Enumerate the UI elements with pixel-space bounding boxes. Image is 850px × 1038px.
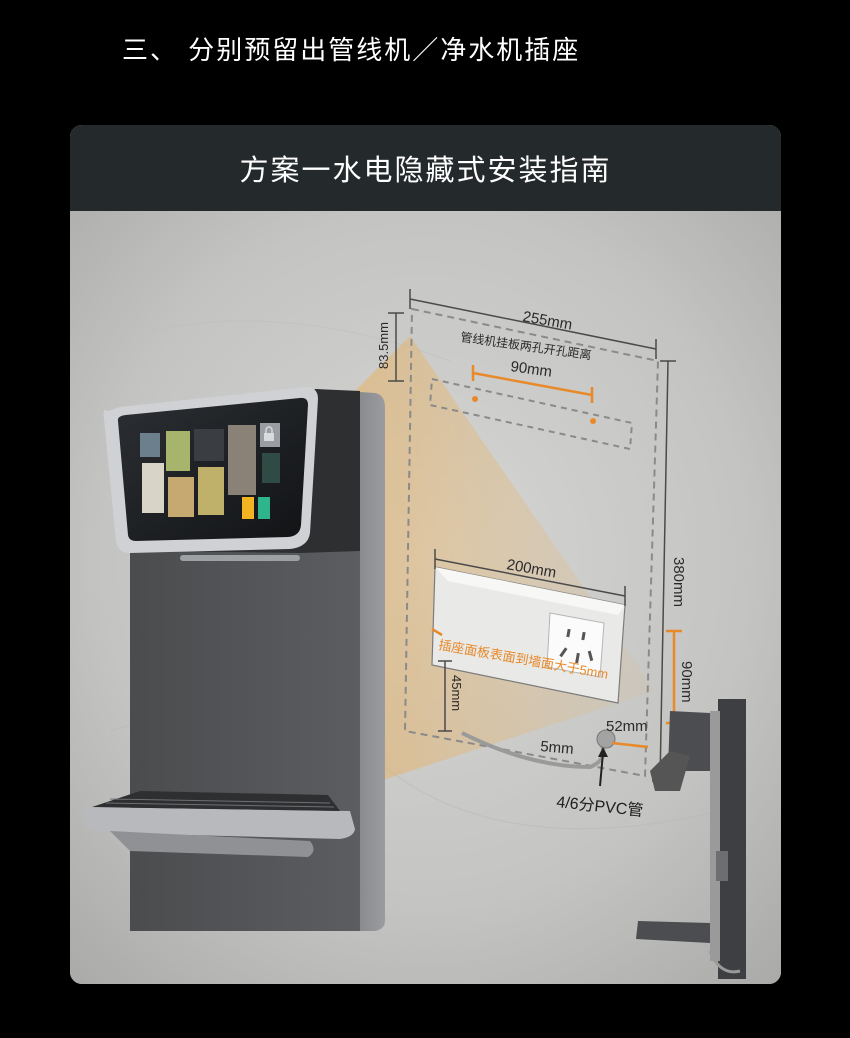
width-dimension (409, 289, 657, 359)
panel-offset-marker (431, 627, 443, 637)
socket-recess (431, 566, 626, 704)
lock-icon (264, 426, 274, 441)
hole-spacing-dimension (471, 365, 594, 403)
top-offset-dimension (388, 312, 404, 382)
card-header: 方案一水电隐藏式安装指南 (70, 125, 781, 211)
section-heading: 三、 分别预留出管线机／净水机插座 (122, 36, 581, 66)
dispenser-body (130, 541, 360, 931)
installation-diagram-svg: 255mm 83.5mm 管线机挂板两孔开孔距离 90mm (70, 211, 781, 984)
side-view-section (636, 699, 746, 979)
height-label: 380mm (670, 557, 687, 607)
socket-depth-label: 45mm (449, 675, 464, 711)
mount-hole-left (472, 396, 478, 402)
mounting-outline (403, 307, 660, 778)
pipe-callout-arrow (599, 752, 604, 787)
drip-tray (82, 807, 355, 839)
socket-depth-dimension (438, 660, 452, 732)
install-guide-card: 方案一水电隐藏式安装指南 (70, 125, 781, 984)
card-title: 方案一水电隐藏式安装指南 (239, 153, 612, 187)
hole-spacing-label: 90mm (509, 358, 553, 381)
pipe-offset-marker (611, 741, 649, 749)
mount-hole-right (590, 418, 596, 424)
socket-height-label: 90mm (678, 661, 695, 703)
installation-diagram: 255mm 83.5mm 管线机挂板两孔开孔距离 90mm (70, 211, 781, 984)
power-socket (546, 612, 605, 678)
socket-width-dimension (434, 549, 626, 606)
side-offset-label: 5mm (540, 738, 575, 758)
pipe-outlet (596, 729, 616, 749)
water-dispenser (82, 387, 385, 931)
dispenser-footprint-outline (403, 307, 660, 778)
top-offset-label: 83.5mm (376, 322, 391, 369)
pipe-offset-label: 52mm (606, 718, 648, 735)
hanging-plate-outline (428, 377, 634, 451)
